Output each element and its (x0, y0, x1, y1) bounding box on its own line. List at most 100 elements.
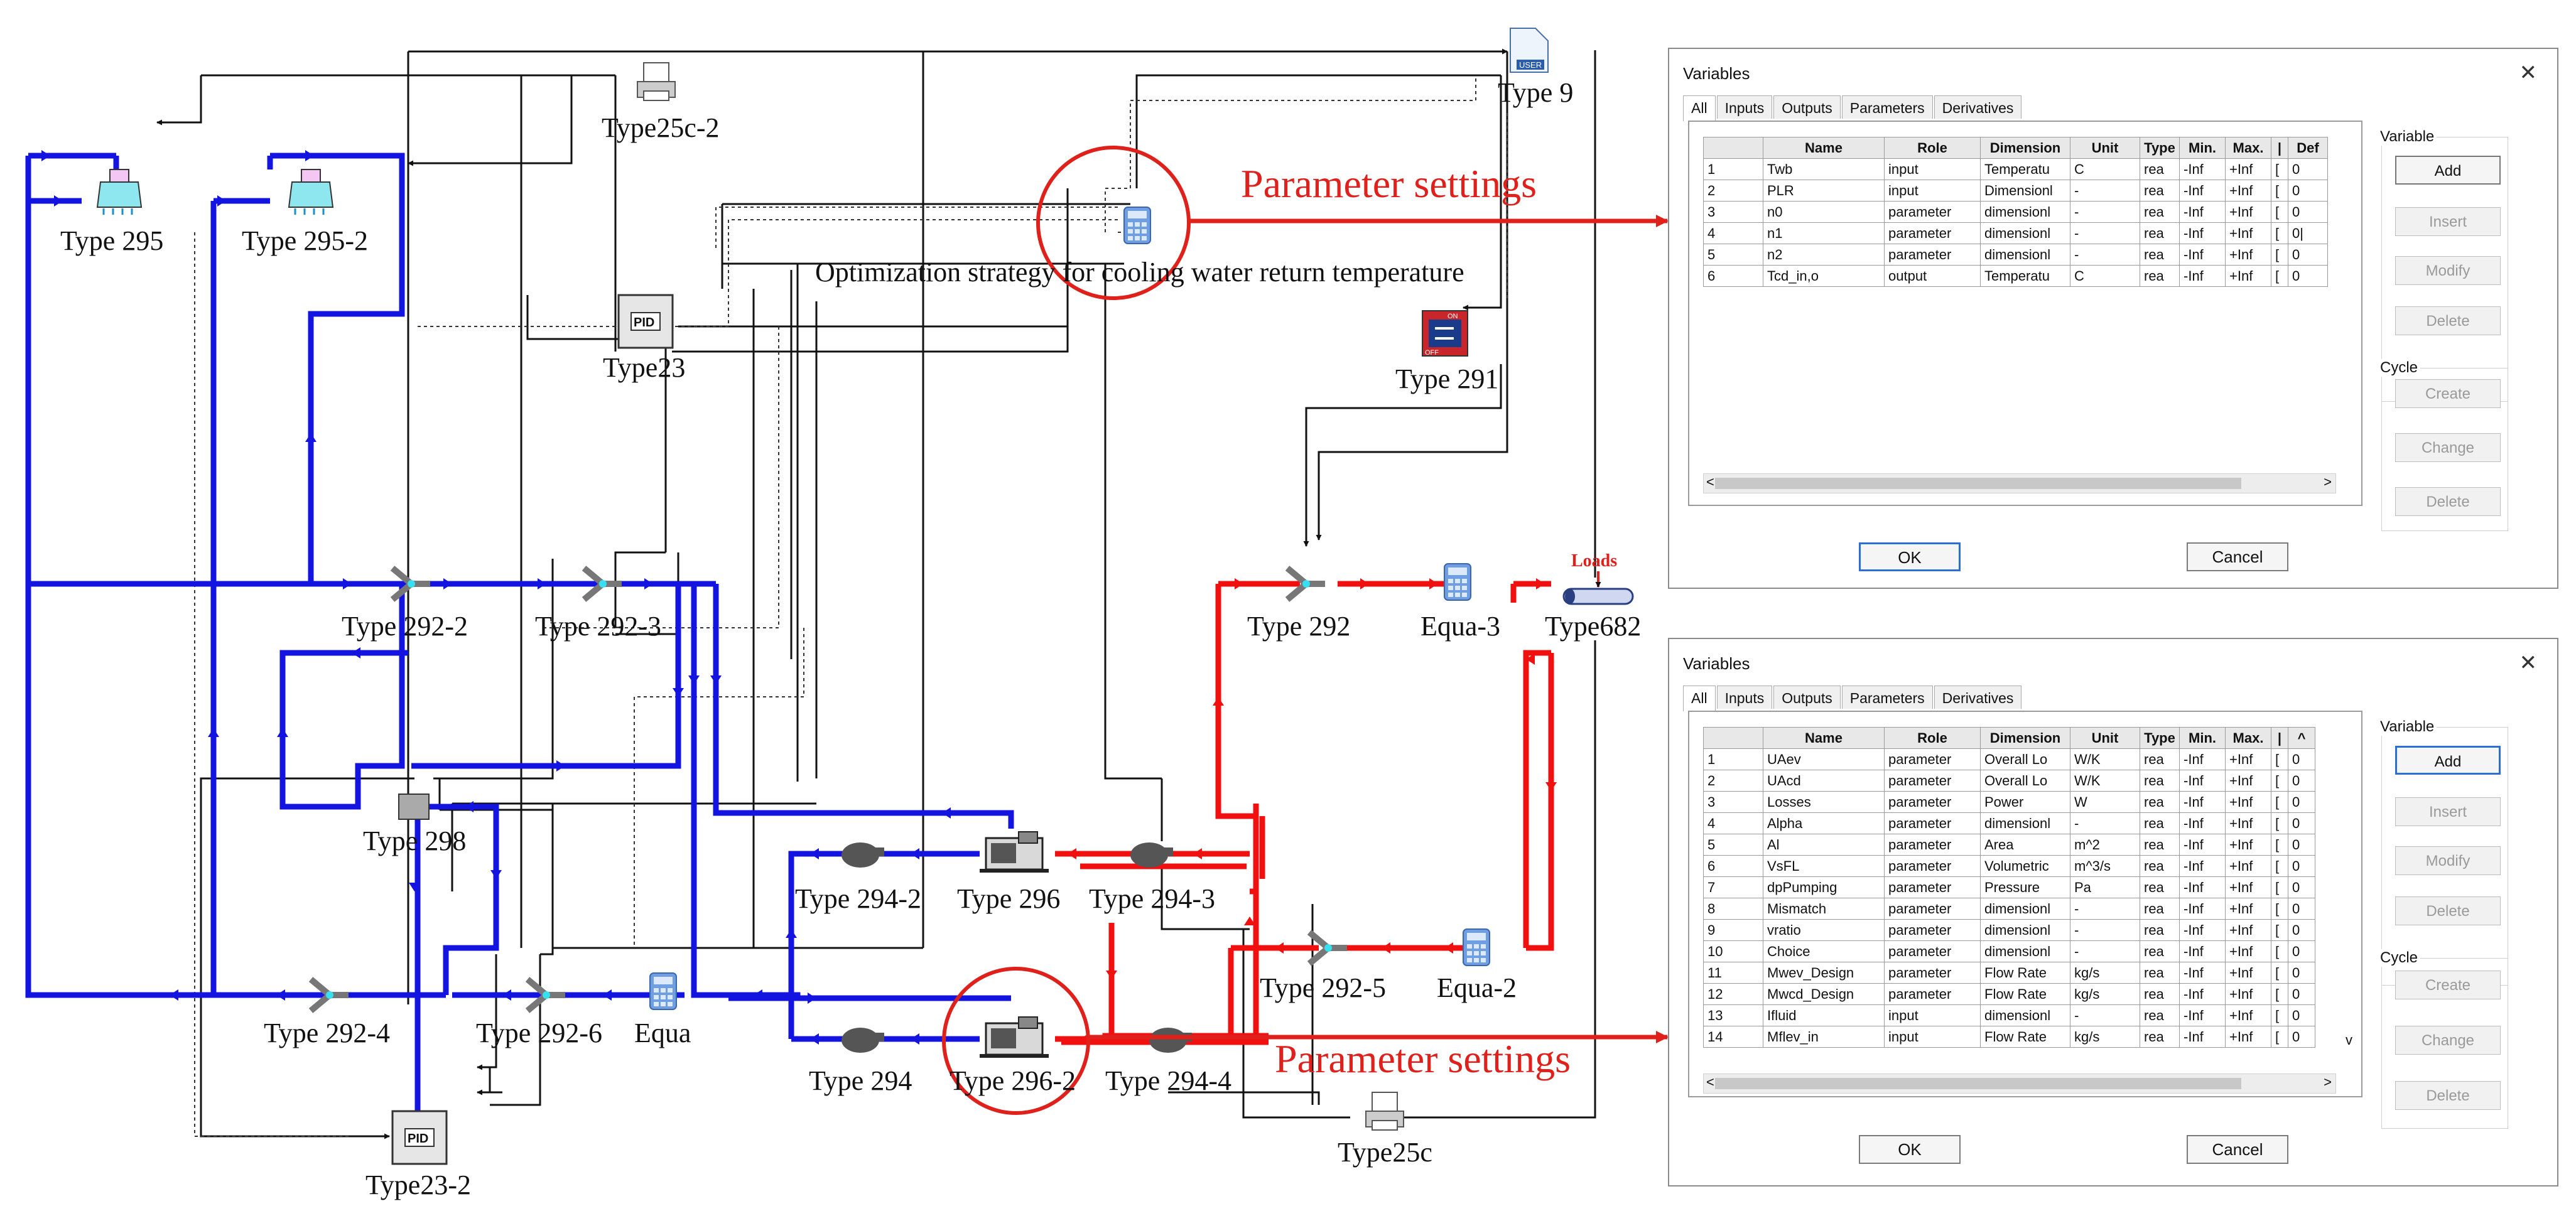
scrollbar-thumb[interactable] (1715, 478, 2241, 489)
tab-inputs[interactable]: Inputs (1716, 686, 1773, 709)
table-cell[interactable]: 0 (2288, 1026, 2315, 1048)
table-cell[interactable]: +Inf (2225, 748, 2271, 770)
table-cell[interactable]: rea (2140, 834, 2180, 856)
table-cell[interactable]: rea (2140, 983, 2180, 1005)
table-cell[interactable]: Area (1980, 834, 2070, 856)
column-header[interactable]: Min. (2179, 727, 2226, 749)
table-cell[interactable]: parameter (1884, 812, 1981, 834)
table-cell[interactable]: [ (2271, 834, 2288, 856)
tab-parameters[interactable]: Parameters (1841, 95, 1933, 119)
table-cell[interactable]: parameter (1884, 898, 1981, 920)
table-cell[interactable]: rea (2140, 940, 2180, 962)
table-cell[interactable]: Volumetric (1980, 855, 2070, 877)
table-cell[interactable]: [ (2271, 791, 2288, 813)
table-cell[interactable]: dimensionl (1980, 1004, 2070, 1026)
table-cell[interactable]: [ (2271, 812, 2288, 834)
change-button[interactable]: Change (2395, 1026, 2501, 1055)
table-cell[interactable]: -Inf (2179, 748, 2226, 770)
table-cell[interactable]: rea (2140, 962, 2180, 984)
table-cell[interactable]: [ (2271, 940, 2288, 962)
ok-button[interactable]: OK (1859, 1135, 1961, 1164)
table-cell[interactable]: - (2070, 222, 2140, 244)
table-cell[interactable]: parameter (1884, 834, 1981, 856)
table-cell[interactable]: 2 (1703, 180, 1763, 202)
table-cell[interactable]: Al (1763, 834, 1885, 856)
column-header[interactable]: Unit (2070, 727, 2140, 749)
table-cell[interactable]: 9 (1703, 919, 1763, 941)
table-cell[interactable]: rea (2140, 201, 2180, 223)
table-cell[interactable]: - (2070, 898, 2140, 920)
table-cell[interactable]: -Inf (2179, 770, 2226, 792)
table-cell[interactable]: rea (2140, 791, 2180, 813)
table-cell[interactable]: Dimensionl (1980, 180, 2070, 202)
table-cell[interactable]: input (1884, 1026, 1981, 1048)
table-cell[interactable]: parameter (1884, 855, 1981, 877)
column-header[interactable]: Min. (2179, 137, 2226, 159)
table-cell[interactable]: 5 (1703, 244, 1763, 266)
table-cell[interactable]: Ifluid (1763, 1004, 1885, 1026)
table-cell[interactable]: 0 (2288, 812, 2315, 834)
table-cell[interactable]: +Inf (2225, 180, 2271, 202)
table-cell[interactable]: [ (2271, 748, 2288, 770)
table-cell[interactable]: +Inf (2225, 244, 2271, 266)
table-cell[interactable]: rea (2140, 265, 2180, 287)
table-cell[interactable]: -Inf (2179, 898, 2226, 920)
table-cell[interactable]: rea (2140, 855, 2180, 877)
table-cell[interactable]: 12 (1703, 983, 1763, 1005)
table-cell[interactable]: -Inf (2179, 812, 2226, 834)
table-cell[interactable]: m^3/s (2070, 855, 2140, 877)
table-cell[interactable]: parameter (1884, 940, 1981, 962)
table-cell[interactable]: +Inf (2225, 1004, 2271, 1026)
table-cell[interactable]: -Inf (2179, 962, 2226, 984)
table-cell[interactable]: [ (2271, 855, 2288, 877)
table-cell[interactable]: vratio (1763, 919, 1885, 941)
table-cell[interactable]: 0| (2288, 222, 2328, 244)
table-cell[interactable]: +Inf (2225, 265, 2271, 287)
table-cell[interactable]: - (2070, 180, 2140, 202)
table-cell[interactable]: dimensionl (1980, 898, 2070, 920)
tab-derivatives[interactable]: Derivatives (1934, 686, 2022, 709)
table-cell[interactable]: dimensionl (1980, 222, 2070, 244)
table-cell[interactable]: dimensionl (1980, 919, 2070, 941)
table-cell[interactable]: parameter (1884, 201, 1981, 223)
modify-button[interactable]: Modify (2395, 256, 2501, 285)
table-cell[interactable]: output (1884, 265, 1981, 287)
table-cell[interactable]: n1 (1763, 222, 1885, 244)
insert-button[interactable]: Insert (2395, 207, 2501, 236)
table-cell[interactable]: Flow Rate (1980, 983, 2070, 1005)
table-cell[interactable]: dimensionl (1980, 201, 2070, 223)
table-cell[interactable]: 0 (2288, 919, 2315, 941)
table-cell[interactable]: kg/s (2070, 983, 2140, 1005)
table-cell[interactable]: 6 (1703, 855, 1763, 877)
table-cell[interactable]: -Inf (2179, 244, 2226, 266)
table-cell[interactable]: 0 (2288, 940, 2315, 962)
table-cell[interactable]: 2 (1703, 770, 1763, 792)
table-cell[interactable]: 11 (1703, 962, 1763, 984)
table-cell[interactable]: 0 (2288, 244, 2328, 266)
table-cell[interactable]: Twb (1763, 158, 1885, 180)
table-cell[interactable]: - (2070, 1004, 2140, 1026)
table-cell[interactable]: parameter (1884, 983, 1981, 1005)
column-header[interactable]: Max. (2225, 727, 2271, 749)
table-cell[interactable]: Pa (2070, 876, 2140, 898)
scroll-left-arrow[interactable]: < (1706, 1074, 1714, 1090)
table-cell[interactable]: [ (2271, 1004, 2288, 1026)
table-cell[interactable]: +Inf (2225, 834, 2271, 856)
table-cell[interactable]: +Inf (2225, 1026, 2271, 1048)
scroll-down-arrow[interactable]: v (2346, 1032, 2352, 1048)
column-header[interactable]: Dimension (1980, 137, 2070, 159)
table-cell[interactable]: Temperatu (1980, 158, 2070, 180)
table-cell[interactable]: 3 (1703, 201, 1763, 223)
table-cell[interactable]: -Inf (2179, 1004, 2226, 1026)
modify-button[interactable]: Modify (2395, 846, 2501, 875)
table-cell[interactable]: -Inf (2179, 201, 2226, 223)
insert-button[interactable]: Insert (2395, 797, 2501, 826)
table-cell[interactable]: +Inf (2225, 898, 2271, 920)
